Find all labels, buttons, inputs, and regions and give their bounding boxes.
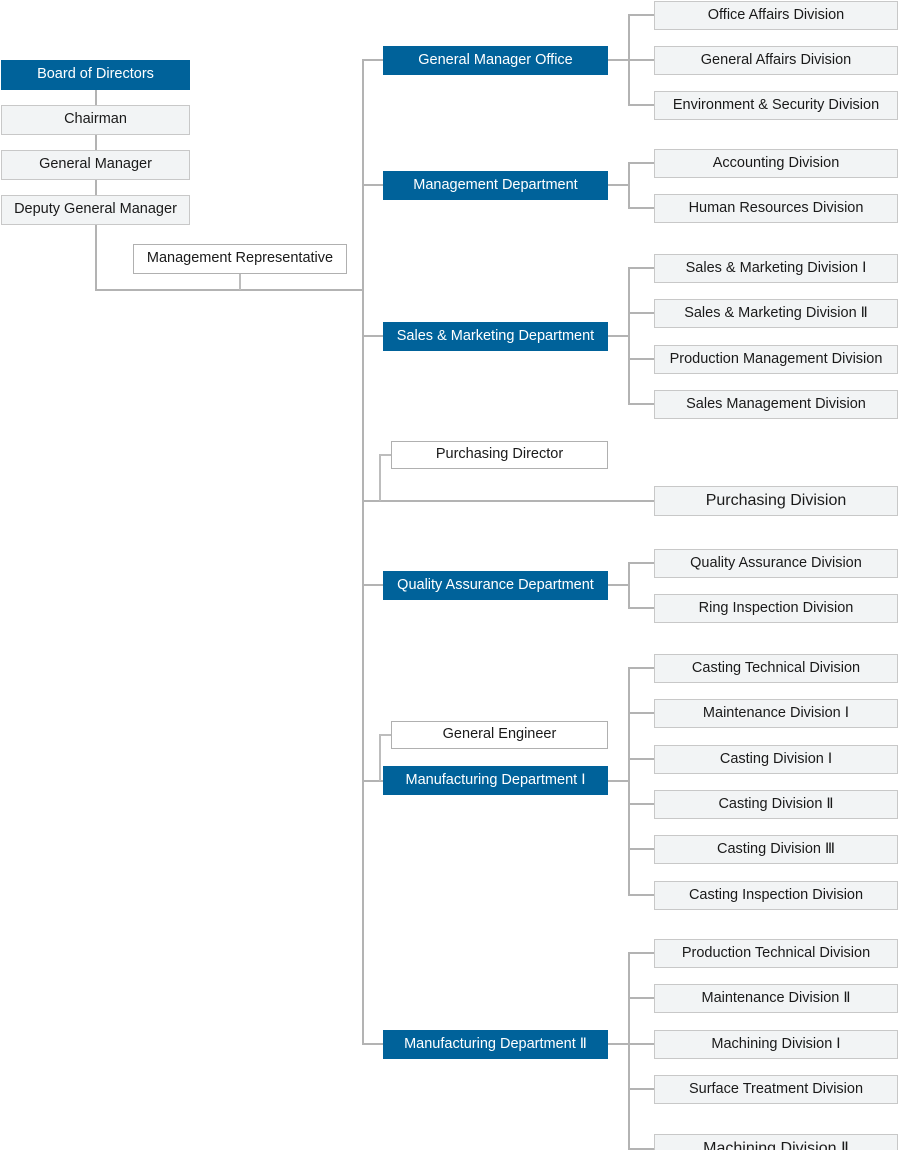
connector-dept2-div3 xyxy=(628,403,655,405)
connector-dept5-riser xyxy=(628,952,630,1149)
node-division-casting-inspection[interactable]: Casting Inspection Division xyxy=(654,881,898,910)
connector-dept5-div3 xyxy=(628,1088,655,1090)
node-department-manufacturing-2[interactable]: Manufacturing Department Ⅱ xyxy=(383,1030,608,1059)
connector-general-manager-to-deputy xyxy=(95,180,97,195)
connector-dept1-stub xyxy=(608,184,629,186)
connector-deputy-down xyxy=(95,225,97,291)
node-division-production-management[interactable]: Production Management Division xyxy=(654,345,898,374)
connector-general-engineer-riser xyxy=(379,734,381,781)
connector-dept0-div1 xyxy=(628,59,655,61)
connector-dept4-riser xyxy=(628,667,630,895)
node-division-maintenance-2[interactable]: Maintenance Division Ⅱ xyxy=(654,984,898,1013)
connector-dept4-div2 xyxy=(628,758,655,760)
connector-dept4-div0 xyxy=(628,667,655,669)
node-deputy-general-manager[interactable]: Deputy General Manager xyxy=(1,195,190,225)
node-division-quality-assurance[interactable]: Quality Assurance Division xyxy=(654,549,898,578)
connector-dept4-div3 xyxy=(628,803,655,805)
node-division-casting-1[interactable]: Casting Division Ⅰ xyxy=(654,745,898,774)
node-division-sales-marketing-2[interactable]: Sales & Marketing Division Ⅱ xyxy=(654,299,898,328)
connector-trunk-to-dept-4 xyxy=(362,780,383,782)
node-department-general-manager-office[interactable]: General Manager Office xyxy=(383,46,608,75)
connector-dept2-div1 xyxy=(628,312,655,314)
connector-dept5-div1 xyxy=(628,997,655,999)
connector-dept1-riser xyxy=(628,162,630,208)
connector-trunk-to-purchasing-bus xyxy=(362,500,654,502)
node-division-production-technical[interactable]: Production Technical Division xyxy=(654,939,898,968)
node-division-ring-inspection[interactable]: Ring Inspection Division xyxy=(654,594,898,623)
node-division-casting-technical[interactable]: Casting Technical Division xyxy=(654,654,898,683)
connector-trunk-to-dept-1 xyxy=(362,184,383,186)
node-division-environment-security[interactable]: Environment & Security Division xyxy=(654,91,898,120)
connector-trunk-to-dept-3 xyxy=(362,584,383,586)
node-chairman[interactable]: Chairman xyxy=(1,105,190,135)
connector-dept5-div4 xyxy=(628,1148,655,1150)
connector-dept0-div0 xyxy=(628,14,655,16)
connector-dept2-stub xyxy=(608,335,629,337)
connector-trunk-to-dept-0 xyxy=(362,59,383,61)
node-department-manufacturing-1[interactable]: Manufacturing Department Ⅰ xyxy=(383,766,608,795)
connector-dept1-div1 xyxy=(628,207,655,209)
connector-dept5-stub xyxy=(608,1043,629,1045)
node-purchasing-director[interactable]: Purchasing Director xyxy=(391,441,608,469)
node-division-sales-marketing-1[interactable]: Sales & Marketing Division Ⅰ xyxy=(654,254,898,283)
connector-dept4-div1 xyxy=(628,712,655,714)
connector-dept4-div5 xyxy=(628,894,655,896)
node-division-human-resources[interactable]: Human Resources Division xyxy=(654,194,898,223)
connector-chairman-to-general-manager xyxy=(95,135,97,150)
connector-board-to-chairman xyxy=(95,90,97,105)
node-board-of-directors[interactable]: Board of Directors xyxy=(1,60,190,90)
node-division-office-affairs[interactable]: Office Affairs Division xyxy=(654,1,898,30)
connector-purchasing-director-stub xyxy=(379,454,392,456)
connector-dept3-stub xyxy=(608,584,629,586)
connector-dept3-riser xyxy=(628,562,630,608)
connector-general-engineer-stub xyxy=(379,734,392,736)
connector-trunk-to-dept-5 xyxy=(362,1043,383,1045)
connector-dept3-div0 xyxy=(628,562,655,564)
node-department-sales-marketing[interactable]: Sales & Marketing Department xyxy=(383,322,608,351)
connector-dept3-div1 xyxy=(628,607,655,609)
node-division-surface-treatment[interactable]: Surface Treatment Division xyxy=(654,1075,898,1104)
node-division-maintenance-1[interactable]: Maintenance Division Ⅰ xyxy=(654,699,898,728)
connector-dept2-div0 xyxy=(628,267,655,269)
node-general-engineer[interactable]: General Engineer xyxy=(391,721,608,749)
node-division-machining-2[interactable]: Machining Division Ⅱ xyxy=(654,1134,898,1150)
connector-purchasing-director-riser xyxy=(379,454,381,501)
node-division-sales-management[interactable]: Sales Management Division xyxy=(654,390,898,419)
node-division-purchasing[interactable]: Purchasing Division xyxy=(654,486,898,516)
connector-dept0-div2 xyxy=(628,104,655,106)
connector-dept2-riser xyxy=(628,267,630,404)
connector-dept5-div0 xyxy=(628,952,655,954)
connector-department-trunk xyxy=(362,60,364,1045)
connector-trunk-to-dept-2 xyxy=(362,335,383,337)
connector-management-representative-down xyxy=(239,274,241,290)
node-department-management[interactable]: Management Department xyxy=(383,171,608,200)
connector-dept4-div4 xyxy=(628,848,655,850)
connector-dept1-div0 xyxy=(628,162,655,164)
node-division-general-affairs[interactable]: General Affairs Division xyxy=(654,46,898,75)
connector-main-bus xyxy=(95,289,363,291)
connector-dept0-stub xyxy=(608,59,629,61)
node-division-machining-1[interactable]: Machining Division Ⅰ xyxy=(654,1030,898,1059)
node-management-representative[interactable]: Management Representative xyxy=(133,244,347,274)
node-division-casting-3[interactable]: Casting Division Ⅲ xyxy=(654,835,898,864)
connector-dept5-div2 xyxy=(628,1043,655,1045)
node-general-manager[interactable]: General Manager xyxy=(1,150,190,180)
node-department-quality-assurance[interactable]: Quality Assurance Department xyxy=(383,571,608,600)
connector-dept4-stub xyxy=(608,780,629,782)
node-division-accounting[interactable]: Accounting Division xyxy=(654,149,898,178)
node-division-casting-2[interactable]: Casting Division Ⅱ xyxy=(654,790,898,819)
connector-dept2-div2 xyxy=(628,358,655,360)
